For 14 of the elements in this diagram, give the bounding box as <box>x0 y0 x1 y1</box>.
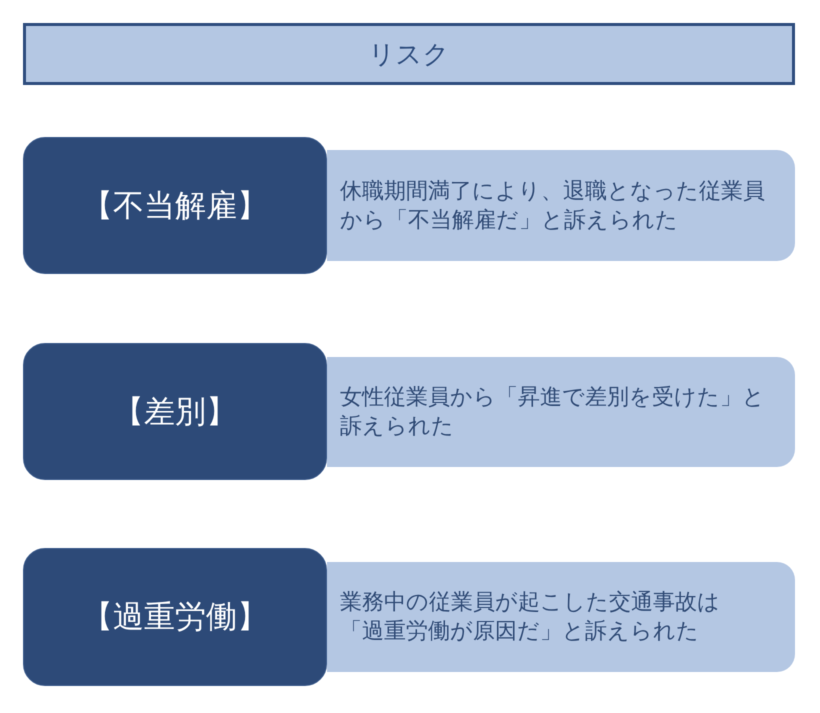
category-label: 【過重労働】 <box>82 598 268 636</box>
category-label: 【差別】 <box>113 392 237 430</box>
description-text: 休職期間満了により、退職となった従業員から「不当解雇だ」と訴えられた <box>340 176 766 234</box>
category-box <box>23 137 327 274</box>
description-box <box>327 357 795 467</box>
description-text: 女性従業員から「昇進で差別を受けた」と訴えられた <box>340 383 766 440</box>
description-box <box>327 150 795 261</box>
category-box <box>23 343 327 480</box>
title-text: リスク <box>368 38 450 70</box>
description-text: 業務中の従業員が起こした交通事故は「過重労働が原因だ」と訴えられた <box>340 588 721 645</box>
category-label: 【不当解雇】 <box>82 186 268 224</box>
description-box <box>327 562 795 672</box>
category-box <box>23 548 327 686</box>
title-band <box>23 23 795 85</box>
